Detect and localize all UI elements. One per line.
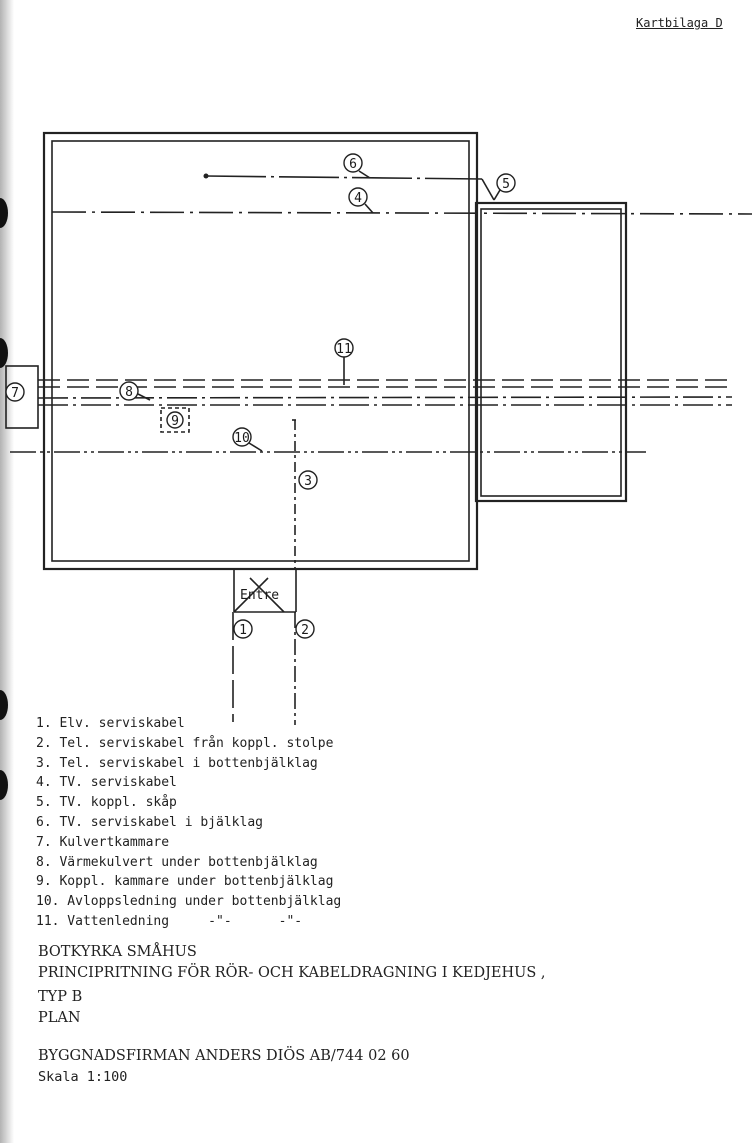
svg-text:10: 10: [234, 431, 250, 446]
legend-item: 11. Vattenledning -"- -"-: [36, 913, 303, 929]
callout-3: 3: [298, 470, 318, 490]
svg-text:9: 9: [171, 414, 179, 429]
svg-text:6: 6: [349, 157, 357, 172]
svg-text:2: 2: [301, 623, 309, 638]
leader-arrow: [358, 170, 371, 179]
svg-text:1: 1: [239, 623, 247, 638]
drawing-scale: Skala 1:100: [38, 1068, 128, 1085]
legend-item: 4. TV. serviskabel: [36, 775, 177, 791]
leader-arrow: [248, 442, 263, 452]
punch-hole: [0, 198, 8, 228]
house-inner-wall: [51, 140, 470, 562]
punch-hole: [0, 690, 8, 720]
legend-item: 2. Tel. serviskabel från koppl. stolpe: [36, 735, 334, 751]
leader-arrow: [493, 189, 501, 201]
annex-outer-wall: [474, 201, 628, 503]
line-tv-cable-floor-drop: [481, 178, 495, 201]
drawing-view: PLAN: [38, 1009, 81, 1026]
title-block: BOTKYRKA SMÅHUS PRINCIPRITNING FÖR RÖR- …: [38, 942, 546, 1087]
line-heating-culvert-top: [37, 396, 733, 399]
map-appendix-label: Kartbilaga D: [636, 16, 723, 30]
callout-8: 8: [119, 381, 139, 401]
callout-5: 5: [496, 173, 516, 193]
house-type: TYP B: [38, 989, 83, 1005]
callout-1: 1: [233, 619, 253, 639]
punch-hole: [0, 770, 8, 800]
callout-4: 4: [348, 187, 368, 207]
svg-text:5: 5: [502, 177, 510, 192]
callout-7: 7: [5, 382, 25, 402]
entrance-label: Entre: [240, 588, 279, 603]
svg-text:11: 11: [336, 342, 352, 357]
leader-arrow: [364, 203, 374, 214]
svg-text:3: 3: [304, 474, 312, 489]
legend-item: 5. TV. koppl. skåp: [36, 795, 177, 811]
line-tv-service-cable: [51, 211, 752, 215]
legend-item: 1. Elv. serviskabel: [36, 716, 185, 731]
leader-arrow: [137, 393, 151, 401]
legend-item: 8. Värmekulvert under bottenbjälklag: [36, 854, 318, 870]
legend-item: 10. Avloppsledning under bottenbjälklag: [36, 894, 342, 910]
legend-item: 6. TV. serviskabel i bjälklag: [36, 814, 263, 830]
entrance-cross: [233, 577, 269, 613]
legend-item: 7. Kulvertkammare: [36, 834, 170, 850]
callout-6: 6: [343, 153, 363, 173]
coupling-chamber: [160, 407, 190, 433]
callout-9: 9: [166, 411, 184, 429]
annex-inner-wall: [480, 208, 622, 497]
callout-11: 11: [334, 338, 354, 358]
line-tv-cable-floor: [205, 175, 483, 180]
svg-text:4: 4: [354, 191, 362, 206]
legend-item: 3. Tel. serviskabel i bottenbjälklag: [36, 755, 318, 771]
drawing-title: PRINCIPRITNING FÖR RÖR- OCH KABELDRAGNIN…: [38, 964, 546, 981]
svg-text:8: 8: [125, 385, 133, 400]
entrance-cross: [249, 577, 285, 613]
building-firm: BYGGNADSFIRMAN ANDERS DIÖS AB/744 02 60: [38, 1048, 410, 1064]
punch-hole: [0, 338, 8, 368]
callout-2: 2: [295, 619, 315, 639]
house-outer-wall: [42, 131, 479, 571]
culvert-chamber: [5, 365, 39, 429]
legend-item: 9. Koppl. kammare under bottenbjälklag: [36, 874, 334, 890]
line-end-marker: [203, 173, 209, 179]
scan-edge-shadow: [0, 0, 14, 1143]
svg-text:7: 7: [11, 386, 19, 401]
callout-10: 10: [232, 427, 252, 447]
legend-list: 1. Elv. serviskabel 2. Tel. serviskabel …: [36, 714, 341, 932]
municipality-name: BOTKYRKA SMÅHUS: [38, 944, 197, 960]
